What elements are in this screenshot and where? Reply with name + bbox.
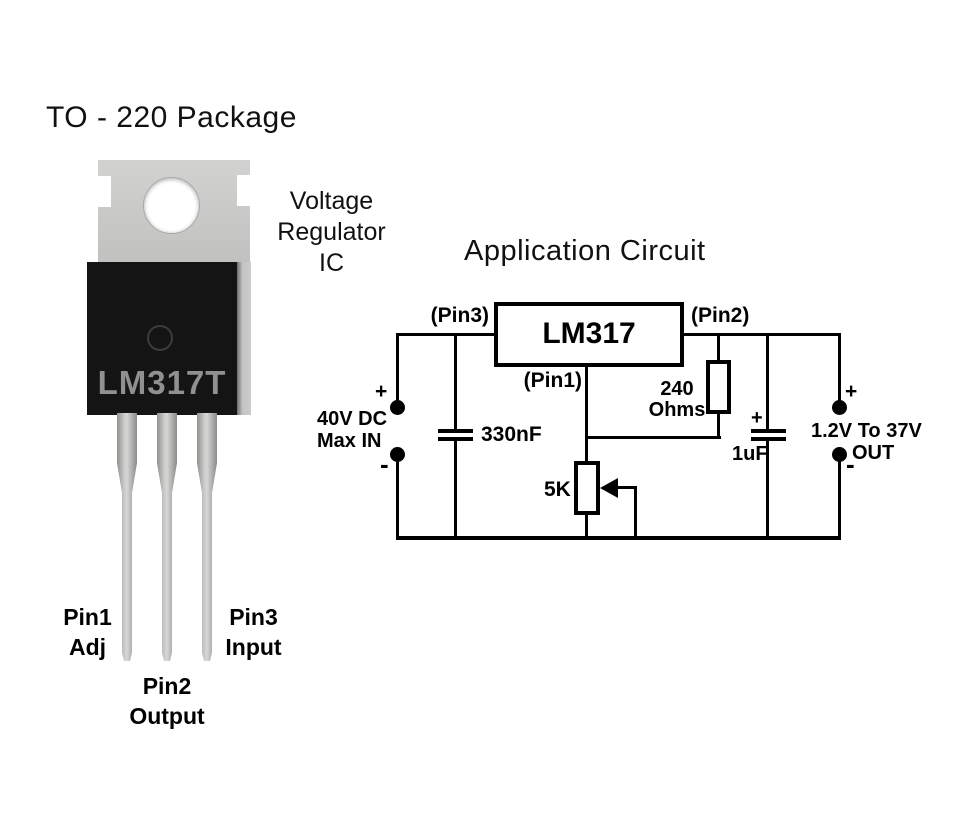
pot-value: 5K (544, 478, 571, 501)
output-plus-sign: + (845, 380, 858, 403)
pin1-label: Pin1 Adj (45, 602, 130, 662)
wire-output-cap-bottom (766, 441, 769, 537)
wire-wiper-horizontal (616, 486, 637, 489)
wire-output-lower (838, 457, 841, 537)
annotation-line-1: Voltage (289, 187, 374, 215)
wire-input-cap-bottom (454, 441, 457, 537)
output-positive-terminal (832, 400, 847, 415)
pin2-label: Pin2 Output (121, 671, 213, 731)
potentiometer-5k (574, 461, 600, 515)
pin1-role: Adj (68, 634, 107, 660)
wire-adj-to-resistor (585, 436, 721, 439)
leg-pin3 (197, 413, 217, 661)
input-plus-sign: + (375, 380, 388, 403)
leg-pin1 (117, 413, 137, 661)
wire-wiper-vertical (634, 486, 637, 538)
resistor-value-label: 240 Ohms (648, 379, 706, 421)
output-cap-plus-sign: + (751, 407, 763, 429)
wire-input-upper (396, 333, 399, 402)
wiper-arrow-icon (600, 478, 618, 498)
wire-adj-vertical (585, 366, 588, 462)
chip-marking: LM317T (97, 364, 227, 401)
input-cap-value: 330nF (481, 423, 542, 446)
leg-pin2 (157, 413, 177, 661)
pin2-role: Output (129, 703, 205, 729)
tab-notch-right (237, 175, 251, 206)
output-cap-plate-top (751, 429, 786, 433)
manufacturer-logo-icon (147, 325, 173, 351)
lm317-box: LM317 (494, 302, 684, 367)
input-negative-terminal (390, 447, 405, 462)
output-cap-plate-bottom (751, 437, 786, 441)
voltage-regulator-annotation: Voltage Regulator IC (254, 186, 409, 279)
output-minus-sign: - (846, 449, 855, 479)
wire-top-rail-left (396, 333, 498, 336)
wire-output-cap-top (766, 336, 769, 429)
input-voltage-label: 40V DC Max IN (317, 408, 387, 452)
output-out-label: OUT (852, 442, 895, 464)
pin3-name: Pin3 (229, 604, 278, 630)
pin3-circuit-label: (Pin3) (430, 304, 489, 327)
annotation-line-2: Regulator (277, 218, 386, 246)
ic-label: LM317 (542, 317, 636, 350)
pin3-label: Pin3 Input (206, 602, 301, 662)
resistor-unit: Ohms (648, 399, 706, 421)
resistor-240 (706, 360, 731, 414)
wire-input-lower (396, 457, 399, 537)
mounting-hole (143, 177, 200, 234)
wire-resistor-top (717, 336, 720, 362)
input-minus-sign: - (380, 449, 389, 479)
resistor-value: 240 (660, 378, 694, 400)
annotation-line-3: IC (319, 249, 344, 277)
pin2-name: Pin2 (142, 673, 192, 699)
package-title: TO - 220 Package (46, 101, 297, 134)
tab-notch-left (97, 176, 111, 207)
wire-pot-bottom (585, 515, 588, 538)
input-positive-terminal (390, 400, 405, 415)
input-voltage-line1: 40V DC (317, 408, 388, 430)
circuit-title: Application Circuit (464, 235, 706, 267)
package-body-side-edge (237, 262, 251, 415)
wire-top-rail-right (680, 333, 841, 336)
input-cap-plate-bottom (438, 437, 473, 441)
pin1-circuit-label: (Pin1) (523, 369, 582, 392)
wire-input-cap-top (454, 333, 457, 429)
pin2-circuit-label: (Pin2) (691, 304, 750, 327)
output-range-label: 1.2V To 37V (811, 420, 922, 442)
input-cap-plate-top (438, 429, 473, 433)
wire-bottom-rail (396, 536, 841, 540)
pin1-name: Pin1 (63, 604, 112, 630)
wire-resistor-bottom (717, 412, 720, 438)
output-cap-value: 1uF (732, 443, 768, 465)
pin3-role: Input (225, 634, 282, 660)
output-negative-terminal (832, 447, 847, 462)
input-voltage-line2: Max IN (317, 430, 382, 452)
wire-output-upper (838, 333, 841, 402)
